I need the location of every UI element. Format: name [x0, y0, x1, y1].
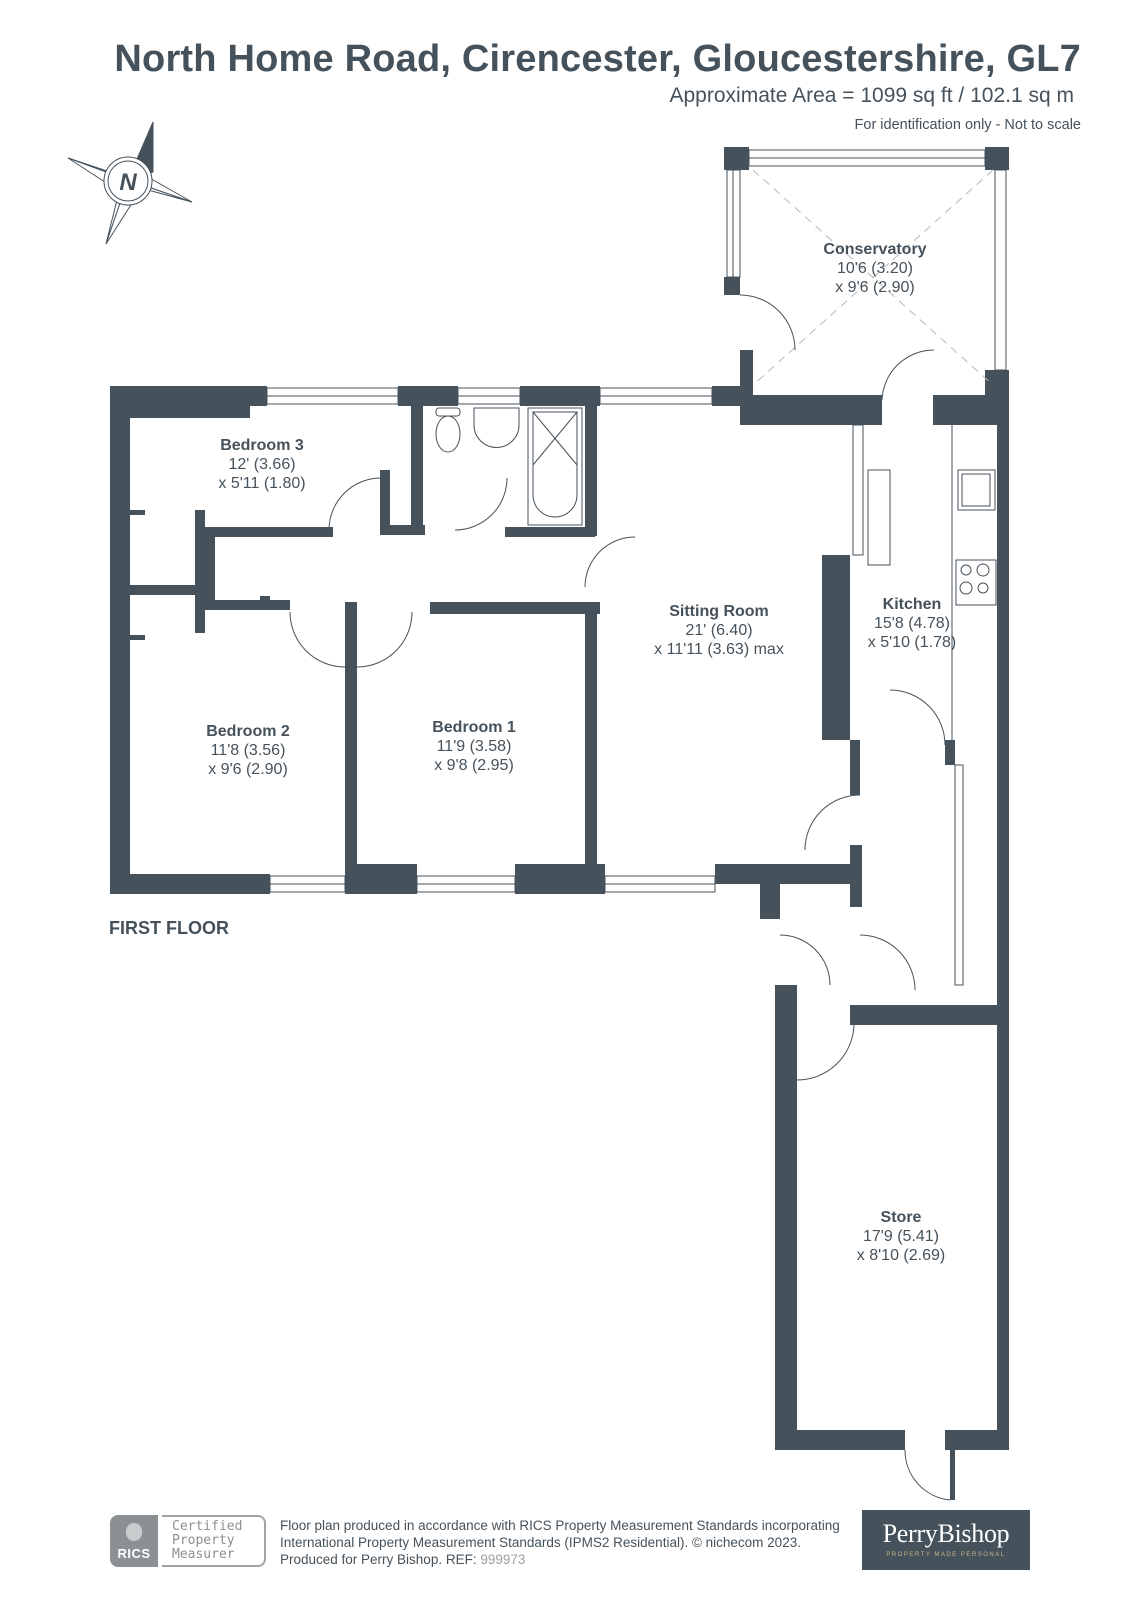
kitchen-fixtures [867, 425, 997, 740]
room-name: Bedroom 2 [206, 723, 290, 740]
room-dimension: x 8'10 (2.69) [856, 1247, 946, 1264]
room-dimension: 11'8 (3.56) [210, 742, 286, 759]
room-name: Store [880, 1209, 922, 1226]
room-conservatory: Conservatory 10'6 (3.20) x 9'6 (2.90) [823, 240, 926, 297]
room-dimension: 15'8 (4.78) [874, 615, 950, 632]
room-bedroom-1: Bedroom 1 11'9 (3.58) x 9'8 (2.95) [432, 718, 516, 775]
door-swings [289, 294, 951, 1501]
room-dimension: x 5'10 (1.78) [867, 634, 957, 651]
room-dimension: x 9'6 (2.90) [835, 279, 915, 296]
scale-note: For identification only - Not to scale [854, 117, 1081, 133]
approximate-area: Approximate Area = 1099 sq ft / 102.1 sq… [669, 84, 1075, 107]
footer-line: Produced for Perry Bishop. REF: 999973 [280, 1551, 840, 1568]
windows [266, 149, 1007, 986]
room-dimension: 21' (6.40) [685, 622, 753, 639]
compass-icon: N [67, 121, 193, 245]
rics-line: Property [172, 1533, 235, 1548]
room-dimension: x 5'11 (1.80) [218, 475, 306, 492]
room-store: Store 17'9 (5.41) x 8'10 (2.69) [857, 1208, 945, 1265]
room-name: Sitting Room [669, 603, 769, 620]
rics-logo: RICS [110, 1515, 158, 1567]
bathroom-fixtures [435, 407, 583, 526]
perry-bishop-logo: PerryBishop PROPERTY MADE PERSONAL [862, 1510, 1030, 1570]
page-title: North Home Road, Cirencester, Gloucester… [114, 38, 1081, 80]
rics-line: Measurer [172, 1547, 235, 1562]
reference-number: 999973 [480, 1552, 526, 1567]
room-bedroom-2: Bedroom 2 11'8 (3.56) x 9'6 (2.90) [206, 722, 290, 779]
floor-label: FIRST FLOOR [109, 918, 229, 938]
footer-line: International Property Measurement Stand… [280, 1535, 801, 1550]
logo-name: PerryBishop [882, 1519, 1010, 1548]
footer-line: Floor plan produced in accordance with R… [280, 1518, 840, 1533]
conservatory-roof-lines [752, 169, 994, 386]
svg-text:N: N [119, 169, 137, 196]
room-dimension: x 9'8 (2.95) [434, 757, 514, 774]
room-dimension: 12' (3.66) [228, 456, 296, 473]
rics-lion-icon [126, 1523, 142, 1541]
walls [110, 147, 1009, 1500]
room-name: Bedroom 3 [220, 437, 304, 454]
rics-line: Certified [172, 1519, 243, 1534]
room-name: Bedroom 1 [432, 719, 516, 736]
room-name: Kitchen [882, 596, 942, 613]
room-sitting-room: Sitting Room 21' (6.40) x 11'11 (3.63) m… [654, 602, 784, 659]
room-bedroom-3: Bedroom 3 12' (3.66) x 5'11 (1.80) [218, 436, 305, 493]
footer-disclaimer: Floor plan produced in accordance with R… [280, 1517, 840, 1568]
room-name: Conservatory [823, 241, 927, 258]
room-dimension: x 11'11 (3.63) max [654, 641, 784, 658]
room-dimension: x 9'6 (2.90) [208, 761, 288, 778]
room-kitchen: Kitchen 15'8 (4.78) x 5'10 (1.78) [868, 595, 956, 652]
rics-brand: RICS [117, 1546, 151, 1561]
room-dimension: 17'9 (5.41) [863, 1228, 939, 1245]
rics-certified-text: Certified Property Measurer [162, 1515, 266, 1567]
logo-tagline: PROPERTY MADE PERSONAL [886, 1552, 1006, 1558]
footer-produced-for: Produced for Perry Bishop. REF: [280, 1552, 481, 1567]
rics-certified-badge: RICS Certified Property Measurer [110, 1515, 268, 1567]
room-dimension: 11'9 (3.58) [436, 738, 512, 755]
room-dimension: 10'6 (3.20) [837, 260, 913, 277]
